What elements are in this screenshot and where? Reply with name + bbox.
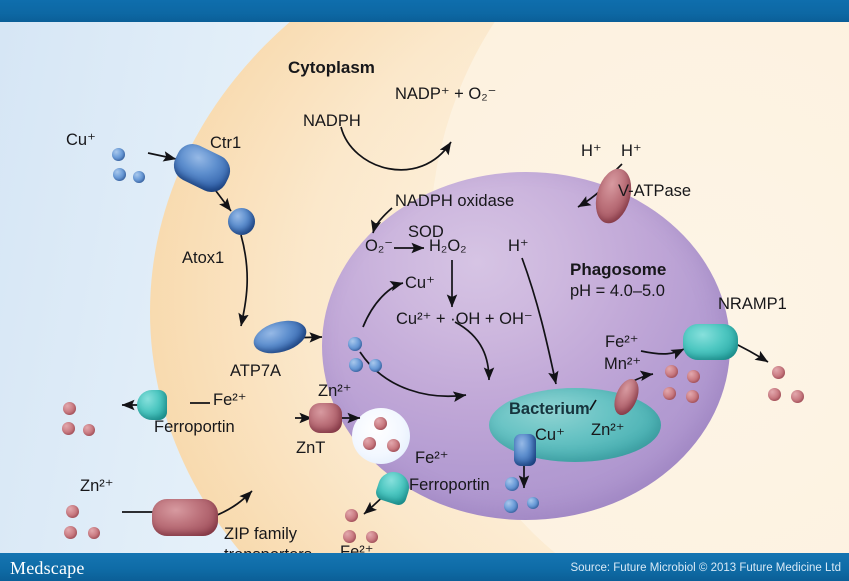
top-blue-bar <box>0 0 849 22</box>
zinc-ion <box>374 417 387 430</box>
proton-right-label: H⁺ <box>621 142 642 160</box>
atox1-chaperone <box>228 208 255 235</box>
phagosomal-ferroportin-iron-label: Fe²⁺ <box>415 449 449 467</box>
iron-ion <box>768 388 781 401</box>
iron-ion <box>83 424 95 436</box>
copper-ion <box>369 359 382 372</box>
iron-ion <box>366 531 378 543</box>
iron-ion <box>63 402 76 415</box>
medscape-logo[interactable]: Medscape <box>10 558 85 578</box>
superoxide-label: O₂⁻ <box>365 237 393 255</box>
atox1-label: Atox1 <box>182 249 225 267</box>
zinc-ion <box>88 527 100 539</box>
zinc-ion <box>64 526 77 539</box>
iron-ion <box>345 509 358 522</box>
znt-transporter <box>309 403 342 433</box>
ferroportin-iron-label: Fe²⁺ <box>213 391 247 409</box>
hydrogen-peroxide-label: H₂O₂ <box>429 237 467 255</box>
copper-ion <box>112 148 125 161</box>
extracellular-copper-label: Cu⁺ <box>66 131 96 149</box>
znt-label: ZnT <box>296 439 326 457</box>
phagosome-label: Phagosome <box>570 260 667 279</box>
ferroportin-plasma-label: Ferroportin <box>154 418 235 436</box>
copper-ion <box>133 171 145 183</box>
iron-ion <box>791 390 804 403</box>
nadph-label: NADPH <box>303 112 361 130</box>
iron-ion <box>687 370 700 383</box>
iron-ion <box>665 365 678 378</box>
nadph-oxidase-label: NADPH oxidase <box>395 192 515 210</box>
iron-ion <box>686 390 699 403</box>
znt-zinc-label: Zn²⁺ <box>318 382 352 400</box>
bacterium-label: Bacterium <box>509 400 590 418</box>
bottom-blue-bar <box>0 553 849 581</box>
copper-ion <box>113 168 126 181</box>
atp7a-label: ATP7A <box>230 362 282 380</box>
cuprous-label: Cu⁺ <box>405 274 435 292</box>
copper-ion <box>348 337 362 351</box>
iron-ion <box>663 387 676 400</box>
sod-label: SOD <box>408 223 444 241</box>
copper-ion <box>504 499 518 513</box>
nramp1-transporter <box>683 324 738 360</box>
bacterial-copper-label: Cu⁺ <box>535 426 565 444</box>
bacterial-zinc-label: Zn²⁺ <box>591 421 625 439</box>
zip-label-line2: transporters <box>224 546 312 553</box>
diagram-canvas: Cytoplasm Cu⁺ Ctr1 Atox1 ATP7A NADPH NAD… <box>0 22 849 553</box>
source-credit: Source: Future Microbiol © 2013 Future M… <box>570 562 841 574</box>
extracellular-zinc-label: Zn²⁺ <box>80 477 114 495</box>
copper-ion <box>527 497 539 509</box>
zinc-ion <box>66 505 79 518</box>
ctr1-label: Ctr1 <box>210 134 242 152</box>
proton-inner-label: H⁺ <box>508 237 529 255</box>
bacterial-efflux-pump <box>514 434 536 466</box>
nadp-product-label: NADP⁺ + O₂⁻ <box>395 85 497 103</box>
phagosome-ph-label: pH = 4.0–5.0 <box>570 282 665 300</box>
zinc-ion <box>387 439 400 452</box>
cytoplasm-label: Cytoplasm <box>288 58 375 77</box>
iron-ion <box>772 366 785 379</box>
copper-ion <box>505 477 519 491</box>
v-atpase-label: V-ATPase <box>618 182 692 200</box>
zinc-ion <box>363 437 376 450</box>
phagosome-body <box>322 172 730 520</box>
nramp-manganese-label: Mn²⁺ <box>604 355 642 373</box>
zip-family-transporter <box>152 499 218 536</box>
phagosomal-ferroportin-label: Ferroportin <box>409 476 490 494</box>
nramp1-label: NRAMP1 <box>718 295 787 313</box>
iron-ion <box>343 530 356 543</box>
fenton-reaction-label: Cu²⁺ + ·OH + OH⁻ <box>396 310 533 328</box>
exported-iron-label: Fe²⁺ <box>340 543 374 553</box>
nramp-iron-label: Fe²⁺ <box>605 333 639 351</box>
copper-ion <box>349 358 363 372</box>
iron-ion <box>62 422 75 435</box>
ferroportin-plasma-membrane <box>137 390 167 420</box>
proton-left-label: H⁺ <box>581 142 602 160</box>
zip-label-line1: ZIP family <box>224 525 298 543</box>
